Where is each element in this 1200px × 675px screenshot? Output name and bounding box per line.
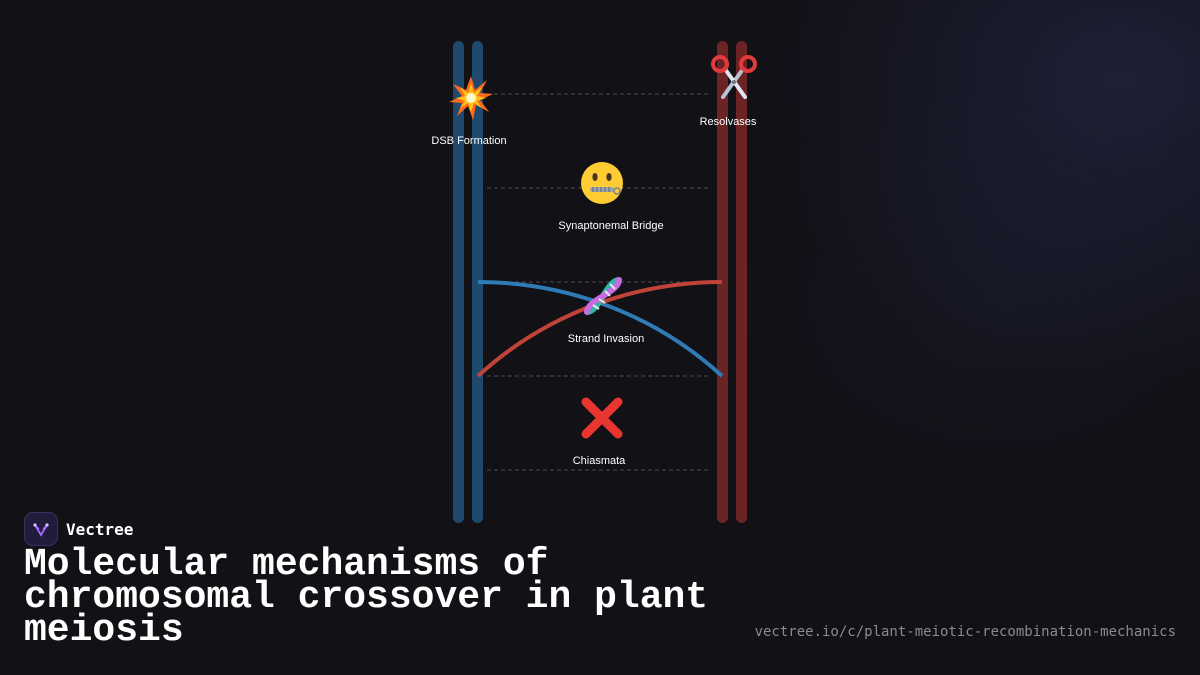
node-label-strand-invasion: Strand Invasion xyxy=(567,333,645,345)
right-chromosome-bar-2 xyxy=(736,41,747,523)
node-label-resolvases: Resolvases xyxy=(699,116,757,128)
blue-crossover-strand xyxy=(477,280,724,378)
vectree-logo-icon xyxy=(24,512,58,546)
brand-name: Vectree xyxy=(66,519,134,539)
node-label-dsb-formation: DSB Formation xyxy=(431,135,507,147)
left-chromosome-bar-1 xyxy=(453,41,464,523)
collision-icon xyxy=(447,74,495,122)
page-title: Molecular mechanisms of chromosomal cros… xyxy=(24,543,709,652)
right-chromosome-bar-1 xyxy=(717,41,728,523)
zipper-mouth-face-icon xyxy=(579,160,625,206)
left-chromosome-bar-2 xyxy=(472,41,483,523)
scissors-icon xyxy=(709,53,759,103)
node-label-chiasmata: Chiasmata xyxy=(572,455,626,467)
dna-icon xyxy=(579,272,627,320)
brand: Vectree xyxy=(24,512,133,546)
cross-mark-icon xyxy=(579,395,625,441)
page-url: vectree.io/c/plant-meiotic-recombination… xyxy=(754,624,1176,640)
node-label-synaptonemal-bridge: Synaptonemal Bridge xyxy=(558,220,664,232)
